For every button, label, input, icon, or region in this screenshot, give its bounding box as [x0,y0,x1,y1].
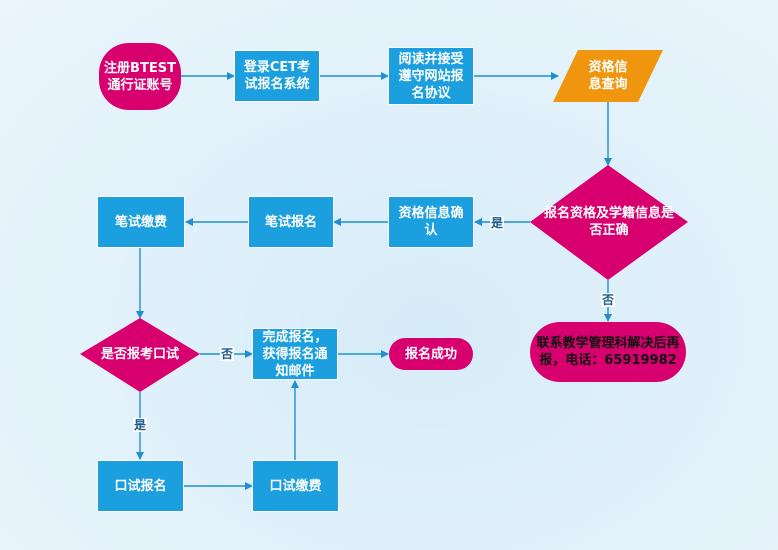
terminal-success: 报名成功 [389,338,473,370]
edge-label-yes-oral: 是 [133,418,148,432]
process-login-system-text: 登录CET考试报名系统 [243,60,311,92]
process-login-system: 登录CET考试报名系统 [234,50,320,102]
terminal-contact-office: 联系教学管理科解决后再报，电话：65919982 [530,322,686,382]
process-oral-pay: 口试缴费 [252,460,339,512]
process-oral-register-text: 口试报名 [114,478,167,494]
process-oral-pay-text: 口试缴费 [269,478,322,494]
terminal-success-text: 报名成功 [404,346,457,362]
process-complete-register: 完成报名，获得报名通知邮件 [252,328,338,380]
data-query-eligibility: 资格信息查询 [570,50,646,102]
decision-check-eligibility: 报名资格及学籍信息是否正确 [540,200,678,244]
terminal-contact-office-text: 联系教学管理科解决后再报，电话：65919982 [536,336,680,368]
edge-label-no-oral: 否 [220,347,235,361]
process-confirm-eligibility: 资格信息确认 [388,196,474,248]
decision-oral-text: 是否报考口试 [100,346,179,362]
edge-label-no-contact: 否 [601,293,616,307]
decision-oral: 是否报考口试 [90,344,190,364]
start-register-account: 注册BTEST通行证账号 [99,43,181,110]
process-complete-register-text: 完成报名，获得报名通知邮件 [262,329,328,379]
process-written-pay: 笔试缴费 [97,196,185,248]
data-query-eligibility-text: 资格信息查询 [588,60,628,92]
edge-label-yes-confirm: 是 [490,216,505,230]
process-confirm-eligibility-text: 资格信息确认 [398,206,464,238]
process-oral-register: 口试报名 [97,460,184,512]
process-written-pay-text: 笔试缴费 [114,214,167,230]
decision-check-eligibility-text: 报名资格及学籍信息是否正确 [544,206,675,238]
process-written-register: 笔试报名 [248,196,334,248]
start-register-account-text: 注册BTEST通行证账号 [104,60,176,93]
process-written-register-text: 笔试报名 [264,214,317,230]
process-read-agreement-text: 阅读并接受遵守网站报名协议 [398,51,464,101]
process-read-agreement: 阅读并接受遵守网站报名协议 [388,47,474,105]
